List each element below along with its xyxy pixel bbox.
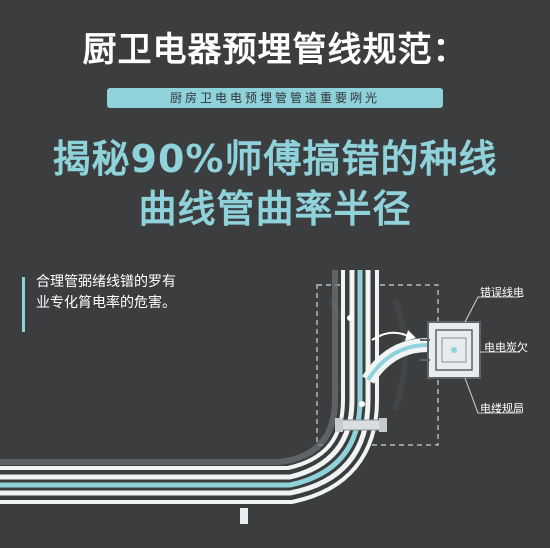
headline-line-2: 曲线管曲率半径 bbox=[138, 187, 412, 231]
pipe-clamp-left bbox=[335, 418, 343, 432]
floor-bracket bbox=[240, 508, 248, 524]
junction-box bbox=[420, 321, 481, 379]
note-text: 合理管弼绪线镨的罗有业专化筲电率的危害。 bbox=[36, 274, 176, 311]
secondary-pipe bbox=[0, 270, 338, 465]
pipe-clamp-right bbox=[379, 418, 387, 432]
pipe-screw bbox=[347, 315, 353, 321]
label-middle: 电电炭欠 bbox=[484, 341, 528, 354]
label-bottom: 电缕规局 bbox=[480, 402, 524, 415]
label-top: 错误线电 bbox=[480, 286, 524, 299]
note-accent-bar bbox=[22, 277, 25, 332]
headline-line-1: 揭秘90%师傅搞错的种线 bbox=[52, 137, 498, 181]
pipe-screw bbox=[359, 401, 365, 407]
curvature-arrow bbox=[371, 331, 409, 341]
main-pipe bbox=[0, 270, 379, 504]
callout-lines bbox=[464, 296, 520, 414]
page-title: 厨卫电器预埋管线规范： bbox=[82, 30, 468, 70]
branch-pipe bbox=[362, 338, 429, 384]
curvature-arrow-head bbox=[405, 330, 416, 341]
subtitle-banner: 厨房卫电电预埋管管道重要咧光 bbox=[107, 88, 443, 108]
pipe-clamp bbox=[339, 419, 383, 431]
